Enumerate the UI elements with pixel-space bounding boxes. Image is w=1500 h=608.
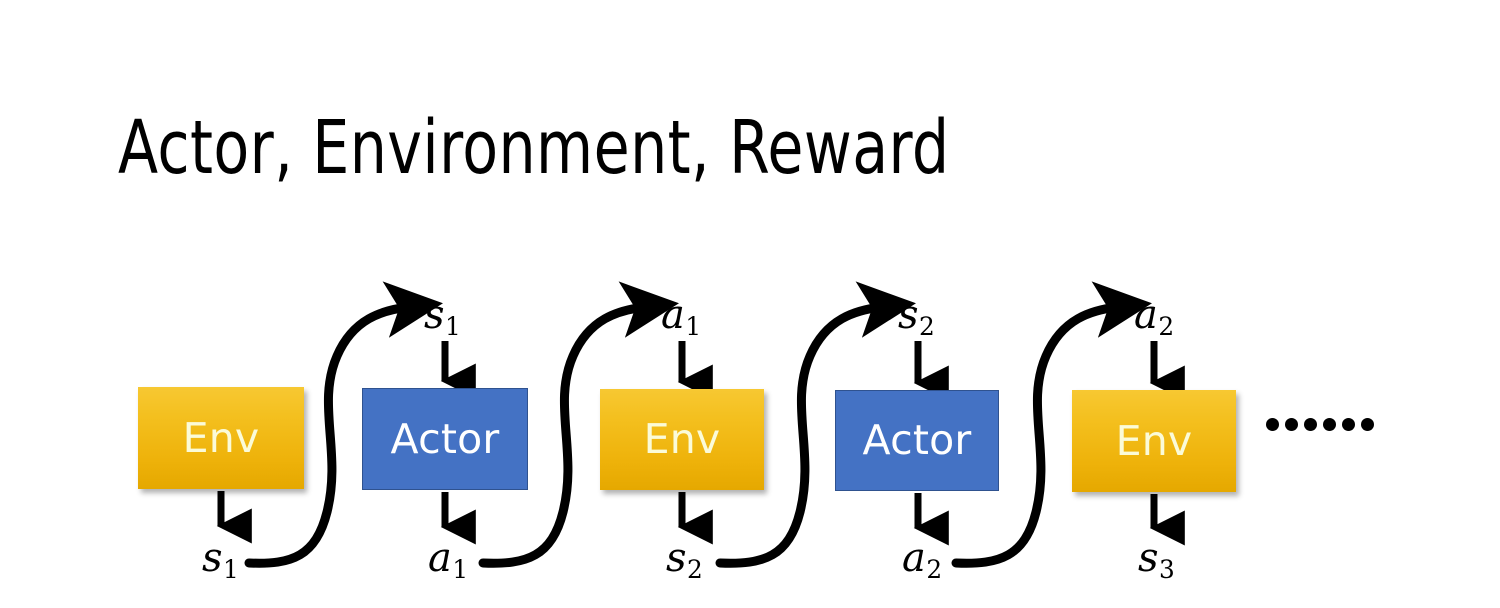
ellipsis-dot-group [1266,418,1317,431]
node-env-2[interactable]: Env [600,389,764,490]
node-label: Actor [390,414,500,463]
symbol: a [1134,292,1158,338]
ellipsis-dot [1342,418,1355,431]
curve-a1 [478,281,679,568]
symbol: s [202,535,223,581]
label-state-s2-top: s2 [898,292,935,339]
label-action-a2-top: a2 [1134,292,1174,339]
curve-s2 [715,281,916,568]
subscript: 1 [445,312,461,342]
symbol: s [898,292,919,338]
ellipsis-dot [1266,418,1279,431]
subscript: 1 [223,555,239,585]
page-title: Actor, Environment, Reward [118,105,950,191]
subscript: 2 [919,312,935,342]
curve-a2 [951,281,1152,568]
node-env-1[interactable]: Env [138,387,304,489]
node-actor-2[interactable]: Actor [835,390,999,491]
label-state-s3-bottom: s3 [1138,535,1175,582]
subscript: 2 [1158,312,1175,342]
node-label: Actor [862,416,972,464]
symbol: a [428,535,452,581]
curve-s1 [244,281,443,568]
symbol: s [666,535,687,581]
node-actor-1[interactable]: Actor [362,388,528,490]
subscript: 1 [452,555,469,585]
subscript: 3 [1159,555,1175,585]
label-state-s1-bottom: s1 [202,535,239,582]
curved-arrows [244,281,1152,568]
label-state-s2-bottom: s2 [666,535,703,582]
node-label: Env [643,415,721,463]
symbol: a [902,535,926,581]
label-action-a1-top: a1 [661,292,701,339]
straight-arrows [216,341,1185,546]
ellipsis-dot [1323,418,1336,431]
node-env-3[interactable]: Env [1072,390,1236,492]
node-label: Env [182,413,260,462]
label-state-s1-top: s1 [424,292,461,339]
subscript: 1 [685,312,702,342]
symbol: a [661,292,685,338]
label-action-a2-bottom: a2 [902,535,942,582]
node-label: Env [1115,416,1193,465]
symbol: s [1138,535,1159,581]
ellipsis-dot [1304,418,1317,431]
ellipsis-dot [1285,418,1298,431]
symbol: s [424,292,445,338]
label-action-a1-bottom: a1 [428,535,468,582]
ellipsis-dot-group [1323,418,1374,431]
subscript: 2 [926,555,943,585]
ellipsis-indicator [1266,418,1374,431]
ellipsis-dot [1361,418,1374,431]
subscript: 2 [687,555,703,585]
